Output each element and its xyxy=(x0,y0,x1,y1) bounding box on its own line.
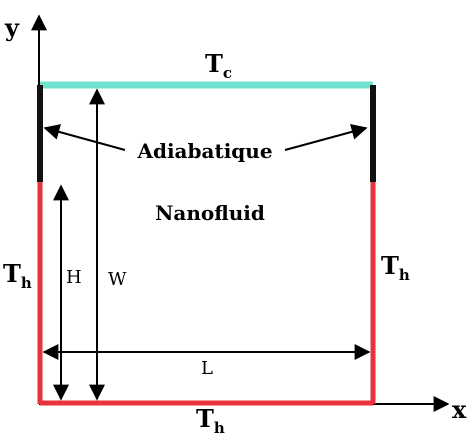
bottom-boundary-label: Th xyxy=(196,404,225,436)
left-boundary-label: Th xyxy=(3,259,32,292)
adiabatic-arrow-left xyxy=(43,124,126,151)
dimension-h-label: H xyxy=(66,267,82,288)
medium-label: Nanofluid xyxy=(155,201,265,225)
adiabatic-arrow-right xyxy=(284,124,368,151)
adiabatic-label: Adiabatique xyxy=(136,139,272,163)
right-boundary-label: Th xyxy=(381,251,410,284)
x-axis-label: x xyxy=(452,395,467,424)
y-axis-label: y xyxy=(4,13,20,42)
top-boundary-label: Tc xyxy=(205,49,232,82)
dimension-w-label: W xyxy=(108,269,127,290)
dimension-l-label: L xyxy=(201,358,213,379)
